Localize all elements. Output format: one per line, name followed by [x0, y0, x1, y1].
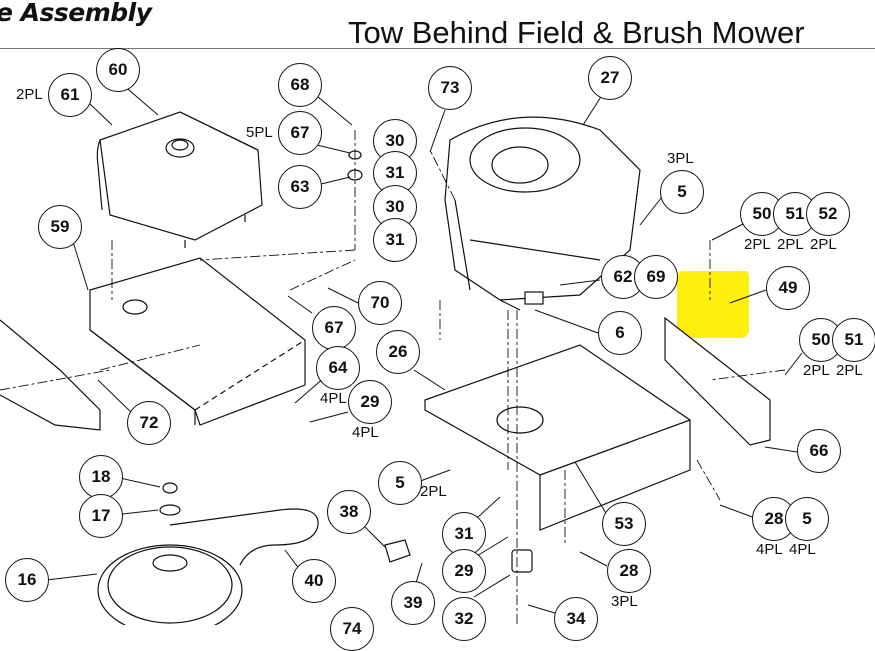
callout-32: 32	[442, 597, 486, 641]
callout-64: 64	[316, 346, 360, 390]
callout-67: 67	[278, 111, 322, 155]
callout-18: 18	[79, 455, 123, 499]
callout-31: 31	[373, 218, 417, 262]
battery-plate	[89, 257, 306, 426]
belt	[169, 508, 319, 566]
callout-6: 6	[598, 311, 642, 355]
quantity-label: 2PL	[777, 236, 804, 253]
quantity-label: 2PL	[810, 236, 837, 253]
callout-73: 73	[428, 66, 472, 110]
quantity-label: 2PL	[836, 362, 863, 379]
quantity-label: 4PL	[320, 390, 347, 407]
quantity-label: 4PL	[352, 424, 379, 441]
callout-59: 59	[38, 205, 82, 249]
callout-16: 16	[5, 558, 49, 602]
callout-67: 67	[312, 306, 356, 350]
callout-74: 74	[330, 607, 374, 651]
callout-49: 49	[766, 266, 810, 310]
quantity-label: 2PL	[803, 362, 830, 379]
callout-62: 62	[601, 255, 645, 299]
exploded-parts-drawing	[0, 83, 803, 625]
engine-deck	[424, 344, 691, 531]
callout-70: 70	[358, 281, 402, 325]
quantity-label: 2PL	[16, 86, 43, 103]
quantity-label: 3PL	[611, 593, 638, 610]
callout-5: 5	[378, 461, 422, 505]
callout-66: 66	[797, 429, 841, 473]
callout-30: 30	[373, 185, 417, 229]
quantity-label: 4PL	[756, 541, 783, 558]
callout-39: 39	[391, 581, 435, 625]
callout-69: 69	[634, 255, 678, 299]
quantity-label: 2PL	[420, 483, 447, 500]
callout-17: 17	[79, 494, 123, 538]
callout-63: 63	[278, 165, 322, 209]
callout-5: 5	[785, 497, 829, 541]
callout-34: 34	[554, 597, 598, 641]
callout-29: 29	[348, 380, 392, 424]
fuel-tank	[99, 111, 263, 241]
product-title: Tow Behind Field & Brush Mower	[348, 15, 805, 50]
callout-72: 72	[127, 401, 171, 445]
callout-29: 29	[442, 549, 486, 593]
pulley	[97, 544, 243, 625]
quantity-label: 5PL	[246, 124, 273, 141]
callout-27: 27	[588, 56, 632, 100]
engine	[444, 116, 641, 301]
callout-38: 38	[327, 490, 371, 534]
callout-31: 31	[442, 512, 486, 556]
callout-52: 52	[806, 192, 850, 236]
callout-5: 5	[660, 170, 704, 214]
callout-51: 51	[832, 318, 875, 362]
section-title: e Assembly	[0, 0, 152, 27]
quantity-label: 3PL	[667, 150, 694, 167]
callout-60: 60	[96, 48, 140, 92]
callout-28: 28	[607, 549, 651, 593]
callout-26: 26	[376, 330, 420, 374]
callout-53: 53	[602, 502, 646, 546]
quantity-label: 4PL	[789, 541, 816, 558]
callout-40: 40	[292, 559, 336, 603]
mount-plate	[664, 316, 771, 446]
highlight-part-49	[677, 271, 749, 338]
fuel-cap	[165, 138, 195, 158]
callout-68: 68	[278, 63, 322, 107]
header-divider	[0, 48, 875, 49]
quantity-label: 2PL	[744, 236, 771, 253]
callout-61: 61	[48, 73, 92, 117]
